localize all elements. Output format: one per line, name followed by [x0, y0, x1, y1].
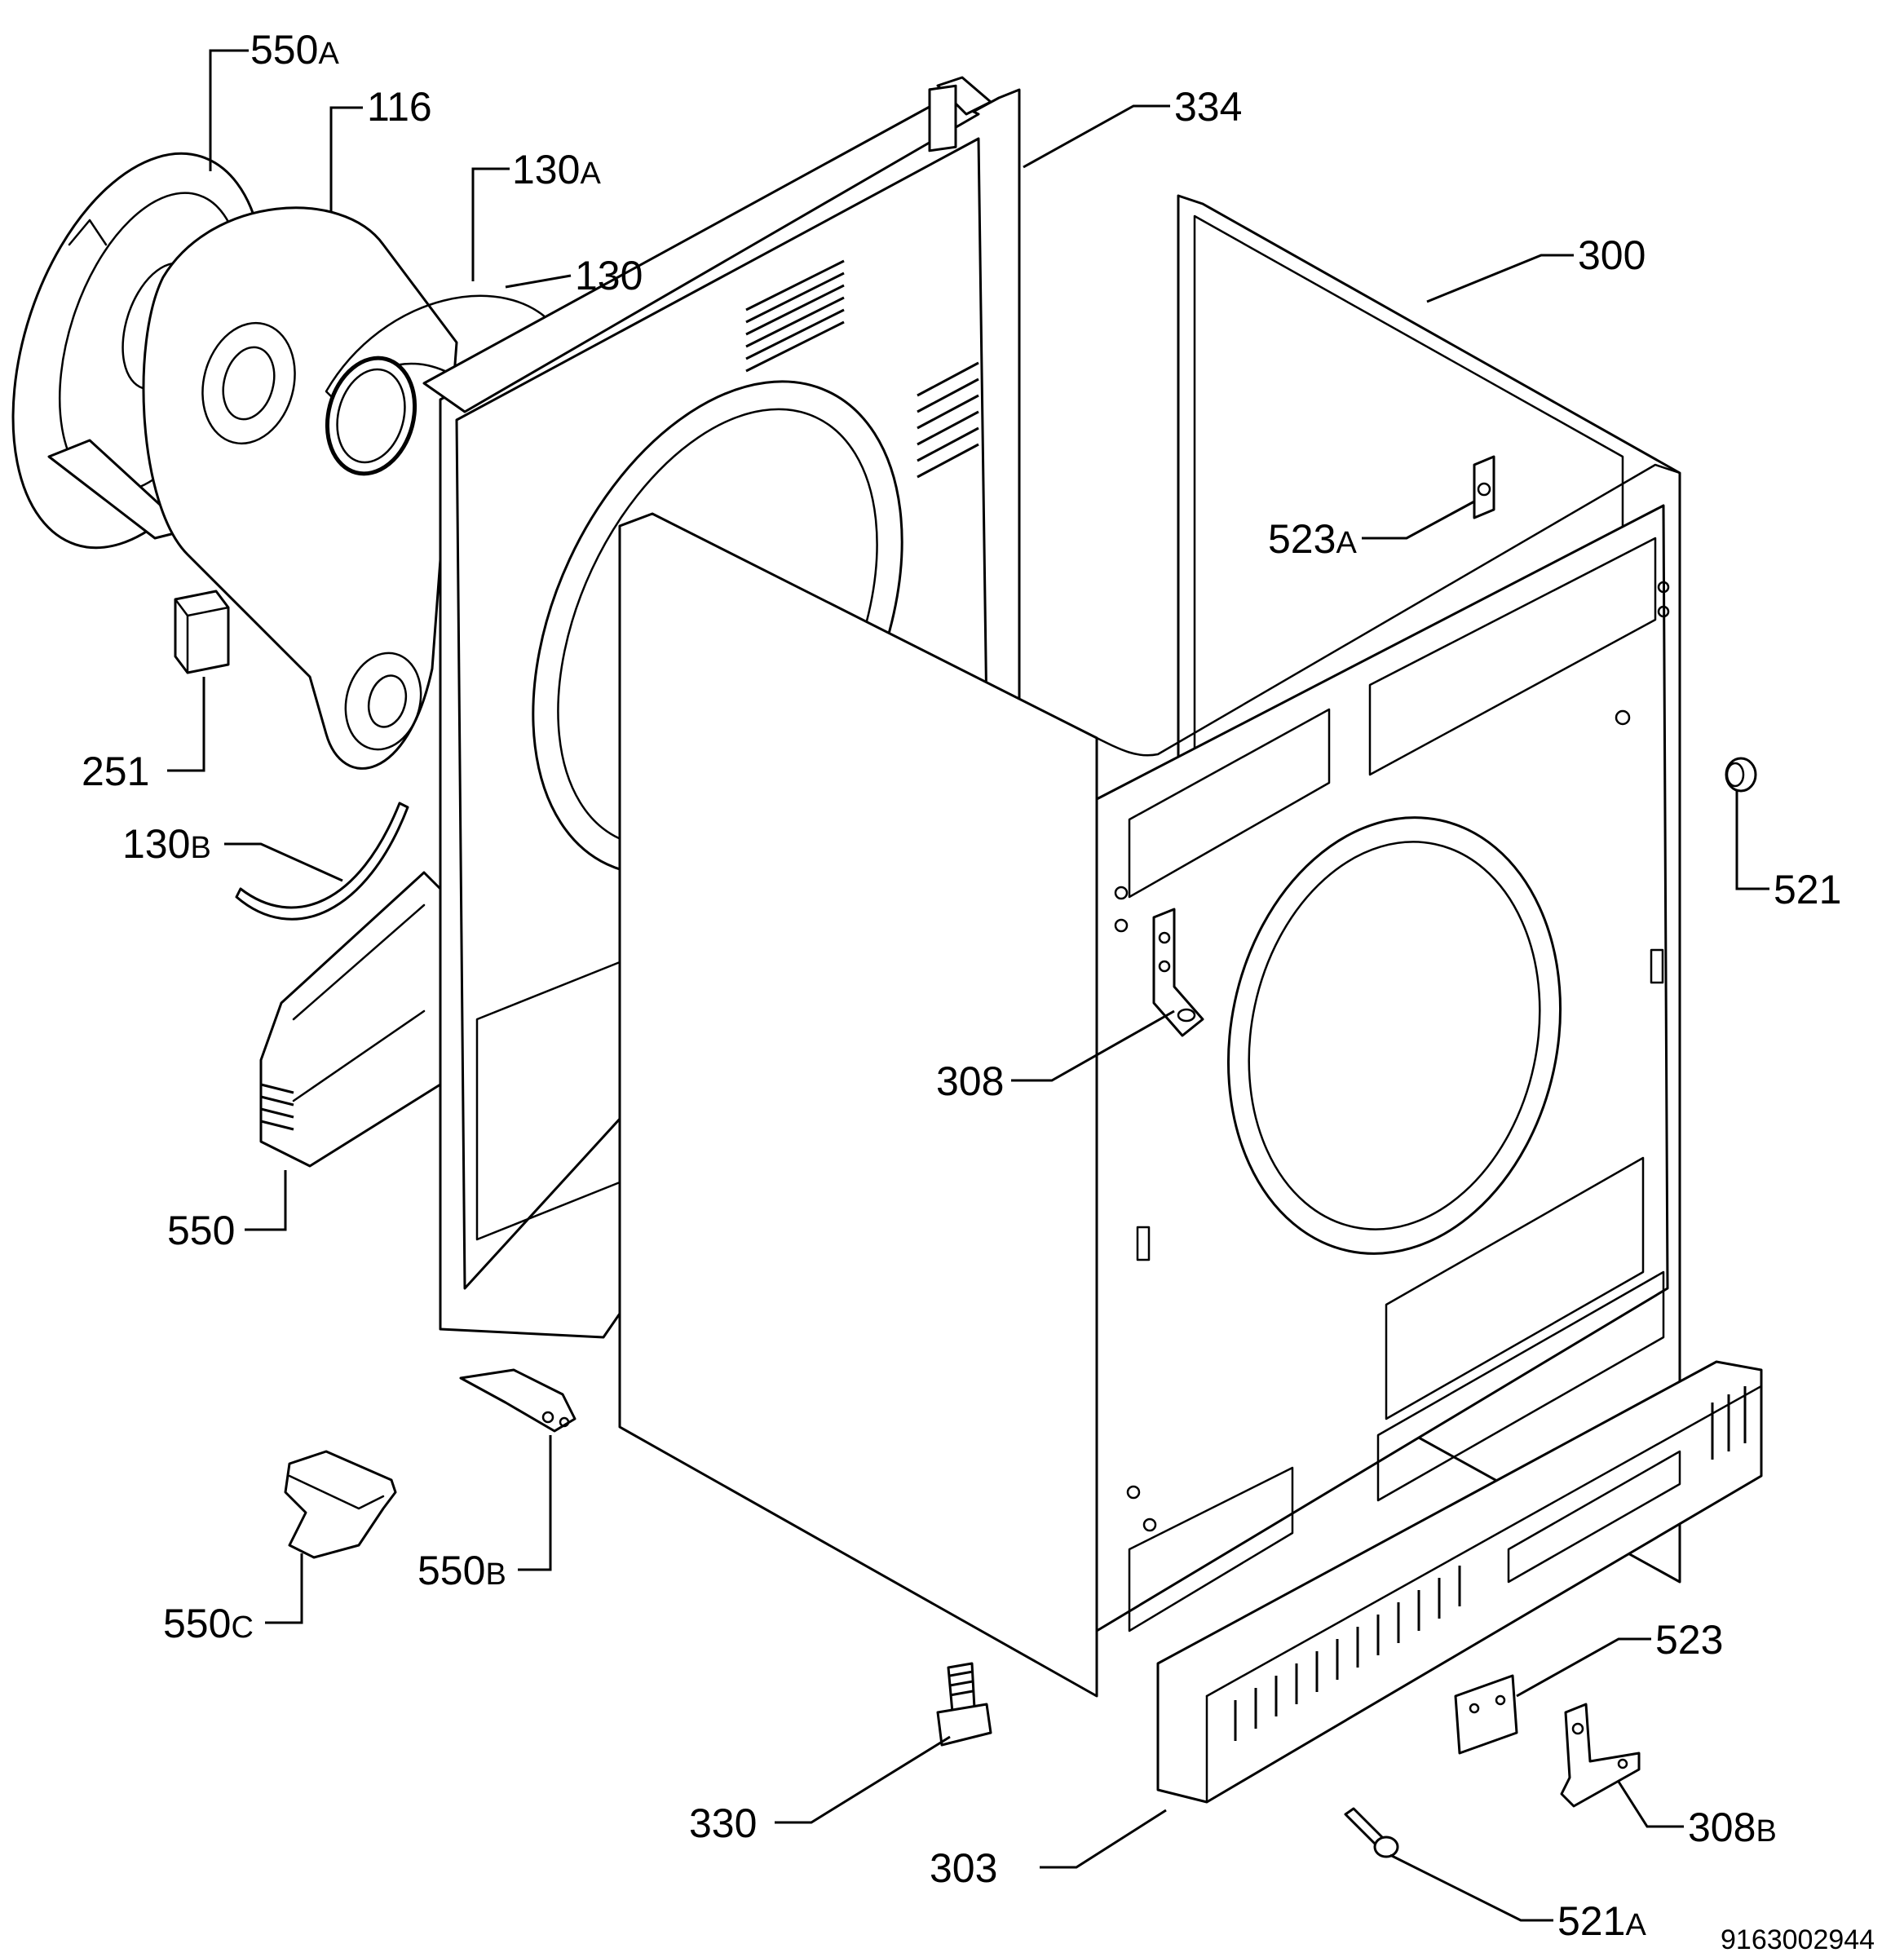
part-308-bracket — [1152, 908, 1204, 1037]
part-523-plate — [1454, 1674, 1518, 1755]
part-550-bracket — [259, 871, 442, 1168]
label-521: 521 — [1774, 867, 1841, 912]
part-523a-clip — [1473, 455, 1495, 519]
part-303-plinth — [1156, 1360, 1763, 1804]
part-308b-bracket — [1560, 1703, 1641, 1808]
label-303: 303 — [930, 1845, 997, 1891]
part-330-foot — [936, 1662, 992, 1747]
label-550b: 550B — [417, 1548, 506, 1593]
label-300: 300 — [1578, 232, 1646, 278]
label-308: 308 — [936, 1058, 1004, 1104]
part-550c-hook — [284, 1450, 397, 1559]
label-130b: 130B — [122, 821, 211, 867]
label-334: 334 — [1174, 84, 1242, 130]
label-130a: 130A — [512, 147, 601, 192]
part-130-seal — [325, 356, 417, 476]
label-330: 330 — [689, 1800, 757, 1846]
part-521a-screw — [1344, 1807, 1399, 1858]
part-116-bracket — [142, 206, 458, 770]
label-308b: 308B — [1688, 1805, 1777, 1850]
label-523: 523 — [1655, 1617, 1723, 1663]
label-550c: 550C — [163, 1601, 254, 1646]
label-550: 550 — [167, 1208, 235, 1253]
label-521a: 521A — [1557, 1898, 1646, 1944]
leader-lines — [167, 49, 1769, 1922]
label-116: 116 — [367, 84, 432, 130]
part-521-plug — [1725, 757, 1757, 793]
part-300-cabinet — [618, 194, 1681, 1698]
part-251-pad — [174, 590, 230, 674]
document-number: 9163002944 — [1721, 1924, 1875, 1955]
label-251: 251 — [82, 749, 149, 794]
label-130: 130 — [575, 253, 643, 298]
label-523a: 523A — [1268, 516, 1357, 562]
part-130b-strip — [235, 802, 409, 921]
label-550a: 550A — [250, 27, 339, 73]
part-labels: 550A 116 130A 130 334 300 523A 251 130B … — [82, 27, 1875, 1955]
part-550b-latch — [459, 1368, 577, 1433]
